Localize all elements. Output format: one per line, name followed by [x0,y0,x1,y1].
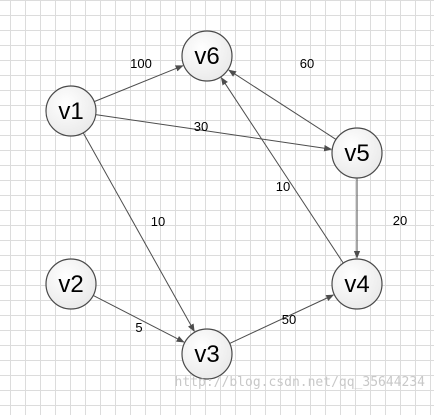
edge-weight-v1-v6: 100 [130,56,152,71]
node-circle-v2 [45,258,97,310]
watermark-text: http://blog.csdn.net/qq_35644234 [175,375,426,390]
edge-v1-v3 [82,132,195,332]
edge-v4-v6 [220,77,344,264]
node-circle-v5 [331,127,383,179]
edge-v1-v5 [95,114,333,152]
node-label-v4: v4 [344,271,369,298]
edge-v3-v4 [229,294,335,344]
node-label-v1: v1 [58,98,83,125]
nodes-layer: v1 v2 v3 v4 v5 v6 [45,30,383,380]
node-v6: v6 [181,30,233,82]
edges-layer [82,65,361,344]
node-circle-v3 [181,328,233,380]
node-v5: v5 [331,127,383,179]
edge-weight-v1-v5: 30 [194,119,208,134]
edge-weight-v3-v4: 50 [282,312,296,327]
weights-layer: 100 30 10 5 50 10 60 20 [130,56,407,335]
edge-v2-v3 [92,294,185,343]
node-label-v6: v6 [194,43,219,70]
edge-weight-v2-v3: 5 [135,320,142,335]
edge-weight-v4-v6: 10 [276,179,290,194]
node-circle-v1 [45,85,97,137]
node-label-v2: v2 [58,271,83,298]
node-v1: v1 [45,85,97,137]
node-label-v5: v5 [344,140,369,167]
node-circle-v6 [181,30,233,82]
edge-weight-v5-v4: 20 [393,213,407,228]
node-v4: v4 [331,258,383,310]
node-label-v3: v3 [194,341,219,368]
node-v3: v3 [181,328,233,380]
edge-v1-v6 [94,65,184,103]
edge-weight-v5-v6: 60 [300,56,314,71]
node-v2: v2 [45,258,97,310]
edge-v5-v6 [228,69,337,140]
node-circle-v4 [331,258,383,310]
edge-weight-v1-v3: 10 [151,214,165,229]
